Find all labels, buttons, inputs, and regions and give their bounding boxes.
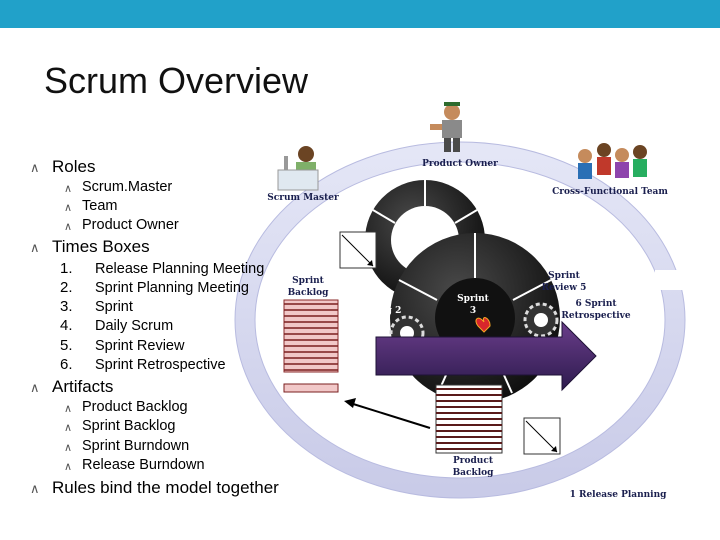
product-backlog-stack	[435, 384, 503, 454]
sprint-backlog-label-line1: Sprint	[292, 276, 324, 286]
release-planning-label: 1 Release Planning	[570, 490, 668, 500]
daily-label: Daily	[415, 226, 441, 236]
backlog-return-arrow	[349, 402, 431, 429]
scrum-master-figure	[277, 146, 319, 191]
sprint-review-label-line1: Sprint	[548, 271, 580, 281]
sprint-planning-label-line1: Sprint	[358, 294, 390, 304]
slide-title: Scrum Overview	[44, 60, 309, 101]
release-burndown-chart	[523, 417, 561, 455]
product-owner-label: Product Owner	[422, 159, 498, 169]
product-owner-figure	[430, 102, 462, 152]
sprint-retrospective-label-line1: 6 Sprint	[575, 299, 617, 309]
cross-functional-team-figures	[578, 143, 647, 179]
cross-functional-team-label: Cross-Functional Team	[552, 187, 668, 197]
sprint-review-label-line2: Review 5	[542, 283, 587, 293]
top-accent-bar	[0, 0, 720, 28]
product-backlog-label-line2: Backlog	[453, 468, 495, 478]
sprint-flow-arrow	[375, 320, 597, 392]
product-backlog-label-line1: Product	[453, 456, 494, 466]
sprint-burndown-chart	[339, 231, 377, 269]
sprint-backlog-stack	[283, 299, 339, 393]
sprint-center-label-line1: Sprint	[457, 294, 489, 304]
gear-icon	[523, 302, 559, 338]
daily-number: 4	[425, 238, 431, 248]
sprint-center-label-line2: 3	[470, 306, 476, 316]
sprint-planning-label-line2: Planning 2	[347, 306, 402, 316]
sprint-retrospective-label-line2: Retrospective	[561, 311, 630, 321]
sprint-backlog-label-line2: Backlog	[288, 288, 330, 298]
heart-icon	[475, 317, 491, 333]
scrum-master-label: Scrum Master	[267, 193, 339, 203]
